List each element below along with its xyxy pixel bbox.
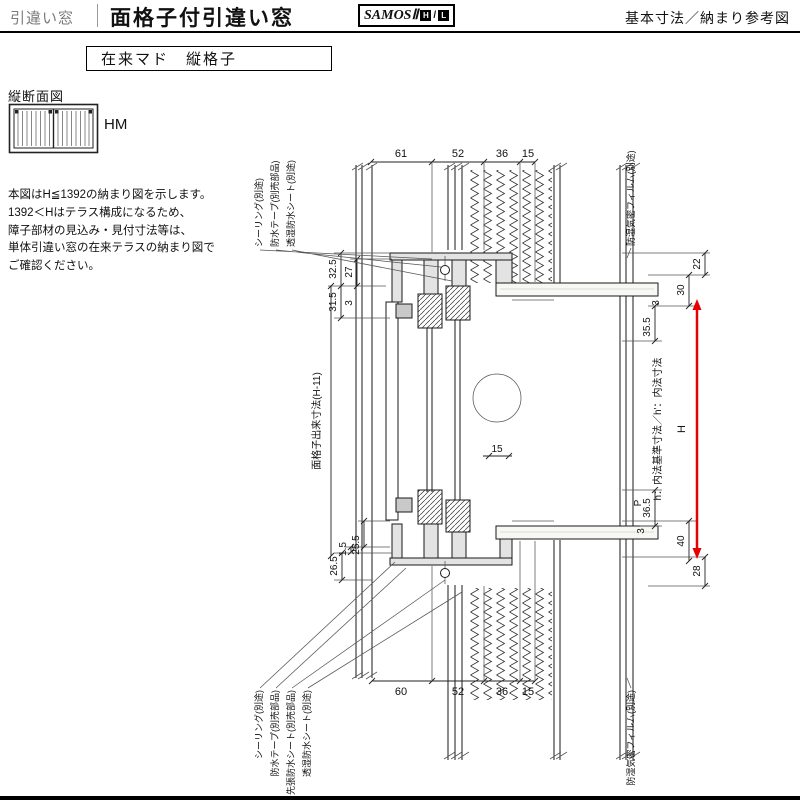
- section-label: 縦断面図: [8, 89, 65, 104]
- lattice-bracket-bottom: [395, 497, 413, 513]
- brand-label: SAMOSⅡ: [364, 8, 419, 23]
- dim-left-1-5: 1.5: [338, 542, 349, 556]
- window-sill-frame: [389, 523, 513, 584]
- dim-mid-15: 15: [491, 444, 503, 455]
- lattice-dimension-label: 面格子出来寸法(H-11): [310, 372, 323, 470]
- callout-vapor-film-bottom: 防湿気密フィルム(別途): [625, 690, 636, 786]
- inner-sash: [445, 285, 471, 533]
- badge-h-mark: H: [420, 10, 432, 21]
- inner-dimension-label: h：内法基準寸法／h'：内法寸法: [651, 357, 664, 500]
- dimension-labels: 61 52 36 15 60 52 36 15 32.5 27 31.5 3 1…: [310, 148, 703, 698]
- dim-right-3-sill: 3: [636, 528, 647, 534]
- head-anchor-screw: [440, 265, 450, 275]
- face-lattice-section: [385, 301, 413, 521]
- callout-leaders: [259, 247, 632, 689]
- dim-top-15: 15: [522, 148, 534, 160]
- callout-sealing-bottom: シーリング(別途): [253, 690, 264, 759]
- material-callouts: シーリング(別途) 防水テープ(別売部品) 透湿防水シート(別途) シーリング(…: [253, 150, 636, 795]
- window-head-frame: [389, 252, 513, 303]
- window-category-label: 引違い窓: [10, 10, 75, 27]
- break-marks: [351, 162, 641, 760]
- callout-sealing-top: シーリング(別途): [253, 178, 264, 247]
- dim-right-p: P: [633, 499, 644, 506]
- dim-bottom-36: 36: [496, 686, 508, 698]
- dim-bottom-52: 52: [452, 686, 464, 698]
- window-front-view-icon: [8, 103, 99, 154]
- crescent-lock-outline: [472, 373, 522, 423]
- sill-anchor-screw: [440, 568, 450, 578]
- callout-waterproof-tape-top: 防水テープ(別売部品): [269, 161, 280, 247]
- dim-right-3-head: 3: [651, 300, 662, 306]
- dim-left-31-5: 31.5: [328, 292, 339, 312]
- dim-top-61: 61: [395, 148, 407, 160]
- dim-bottom-15: 15: [522, 686, 534, 698]
- outer-sash: [417, 293, 443, 525]
- callout-pre-waterproof-sheet-bottom: 先張防水シート(別売部品): [285, 690, 296, 795]
- dim-right-30: 30: [676, 284, 687, 296]
- callout-vapor-film-top: 防湿気密フィルム(別途): [625, 150, 636, 246]
- window-type-code: HM: [104, 116, 128, 133]
- insulation-batt: [466, 170, 552, 700]
- dim-right-35-5: 35.5: [642, 317, 653, 337]
- interior-casing-boards: [495, 282, 659, 540]
- dim-top-52: 52: [452, 148, 464, 160]
- dim-right-36-5: 36.5: [642, 498, 653, 518]
- lattice-bracket-top: [395, 303, 413, 319]
- dim-left-27: 27: [344, 266, 355, 278]
- head-casing-board: [495, 282, 659, 297]
- page-title: 面格子付引違い窓: [110, 7, 294, 30]
- dim-top-36: 36: [496, 148, 508, 160]
- badge-separator: /: [433, 10, 437, 21]
- notes-text: 本図はH≦1392の納まり図を示します。 1392＜Hはテラス構成になるため、 …: [8, 189, 215, 273]
- header-divider: [97, 4, 98, 27]
- bottom-edge-bar: [0, 796, 800, 800]
- dim-left-25-5: 25.5: [351, 535, 362, 555]
- callout-breathable-sheet-top: 透湿防水シート(別途): [285, 160, 296, 247]
- product-series-badge: SAMOSⅡ H / L: [358, 4, 456, 27]
- subtitle-box: 在来マド 縦格子: [86, 46, 332, 71]
- dim-right-40: 40: [676, 535, 687, 547]
- h-dimension-label: H: [676, 425, 688, 433]
- badge-l-mark: L: [438, 10, 450, 21]
- dim-left-26-5: 26.5: [329, 556, 340, 576]
- dim-right-28: 28: [692, 565, 703, 577]
- page-header: 引違い窓 面格子付引違い窓 SAMOSⅡ H / L 基本寸法／納まり参考図: [0, 0, 800, 33]
- wall-structure: [351, 162, 641, 760]
- insulation-bottom: [466, 588, 552, 700]
- header-right-note: 基本寸法／納まり参考図: [625, 10, 790, 26]
- dimension-lines: [327, 158, 710, 685]
- dim-right-22: 22: [692, 258, 703, 270]
- callout-waterproof-tape-bottom: 防水テープ(別売部品): [269, 690, 280, 776]
- sill-casing-board: [495, 525, 659, 540]
- dim-left-3: 3: [344, 300, 355, 306]
- dim-left-32-5: 32.5: [328, 259, 339, 279]
- lattice-bar: [385, 301, 399, 521]
- dim-bottom-60: 60: [395, 686, 407, 698]
- h-dimension-arrow: [692, 299, 702, 559]
- dimension-ticks: [327, 158, 709, 685]
- callout-breathable-sheet-bottom: 透湿防水シート(別途): [301, 690, 312, 777]
